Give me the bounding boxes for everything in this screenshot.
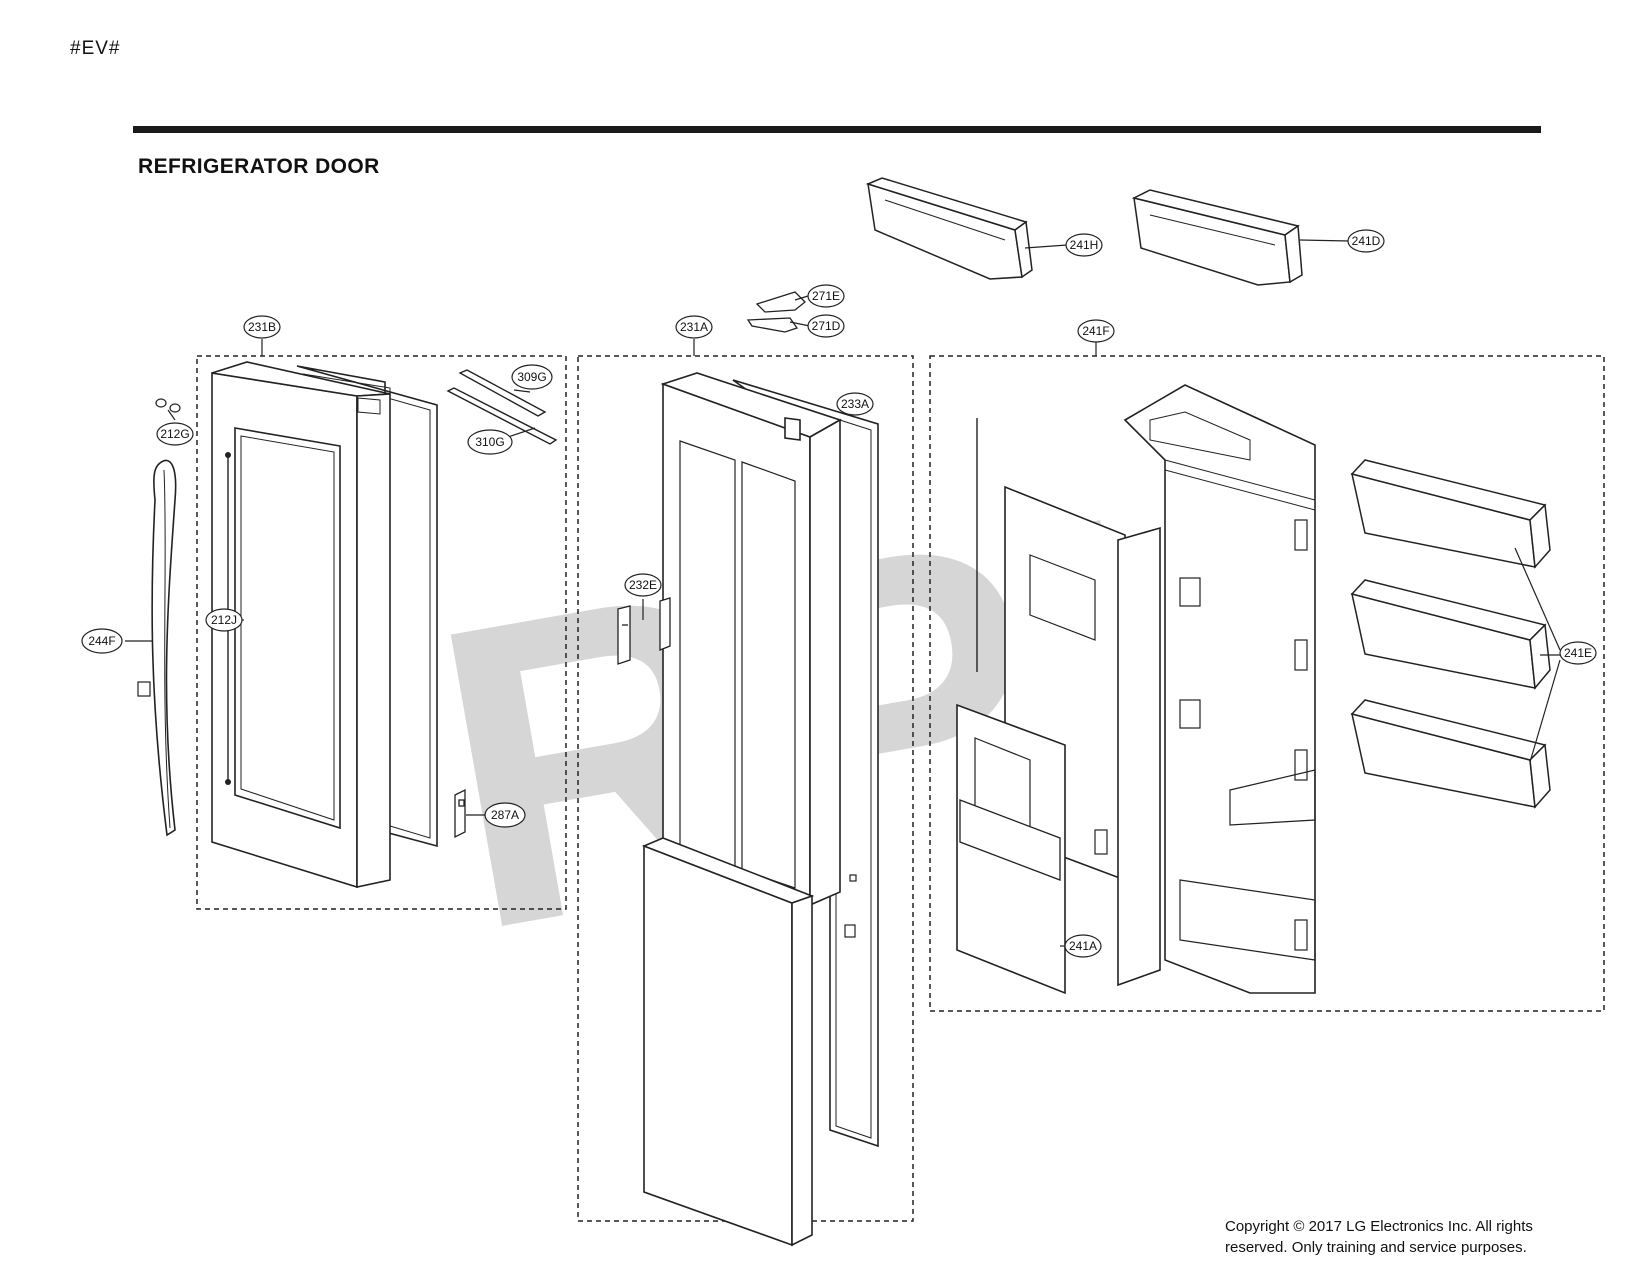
- svg-text:287A: 287A: [491, 808, 519, 822]
- svg-text:231B: 231B: [248, 320, 276, 334]
- callout-287A: 287A: [484, 802, 526, 828]
- callout-212J: 212J: [205, 608, 243, 632]
- callout-231A: 231A: [675, 315, 713, 339]
- callout-232E: 232E: [624, 573, 662, 597]
- callout-271D: 271D: [807, 314, 845, 338]
- door-liner-part: [211, 361, 438, 889]
- clip-part: [844, 874, 857, 938]
- svg-text:233A: 233A: [841, 397, 869, 411]
- svg-text:271D: 271D: [812, 319, 841, 333]
- copyright-notice: Copyright © 2017 LG Electronics Inc. All…: [1225, 1216, 1533, 1258]
- copyright-line-2: reserved. Only training and service purp…: [1225, 1239, 1527, 1256]
- page-code: #EV#: [70, 38, 121, 59]
- bracket-232E: [617, 597, 671, 665]
- callout-241F: 241F: [1077, 319, 1115, 343]
- svg-text:310G: 310G: [475, 435, 504, 449]
- group-box-231A: [577, 355, 914, 1222]
- lower-panel-241A: [956, 703, 1066, 995]
- callout-309G: 309G: [511, 364, 553, 390]
- door-handle-244F: [151, 459, 177, 837]
- svg-text:212J: 212J: [211, 613, 237, 627]
- door-bin-241D: [1131, 189, 1303, 286]
- door-bin-241E-1: [1350, 459, 1551, 569]
- svg-text:244F: 244F: [88, 634, 115, 648]
- svg-text:241A: 241A: [1069, 939, 1097, 953]
- svg-text:241F: 241F: [1082, 324, 1109, 338]
- group-box-241F: [929, 355, 1605, 1012]
- hinge-parts-271: [746, 291, 806, 333]
- callout-244F: 244F: [81, 628, 123, 654]
- svg-text:232E: 232E: [629, 578, 657, 592]
- door-bin-241E-2: [1350, 579, 1551, 690]
- svg-text:271E: 271E: [812, 289, 840, 303]
- title-rule: [133, 126, 1541, 133]
- svg-text:241H: 241H: [1070, 238, 1099, 252]
- group-box-231B: [196, 355, 567, 910]
- callout-241E: 241E: [1559, 641, 1597, 665]
- door-bin-241E-3: [1350, 699, 1551, 809]
- callout-241H: 241H: [1065, 233, 1103, 257]
- section-title: REFRIGERATOR DOOR: [138, 155, 380, 178]
- door-bin-241H: [865, 177, 1033, 280]
- cap-parts: [155, 398, 181, 413]
- svg-text:231A: 231A: [680, 320, 708, 334]
- svg-text:241D: 241D: [1352, 234, 1381, 248]
- inner-liner-241F: [1123, 384, 1316, 994]
- callout-212G: 212G: [156, 422, 194, 446]
- svg-text:241E: 241E: [1564, 646, 1592, 660]
- hinge-bracket-287A: [454, 788, 466, 839]
- callout-241A: 241A: [1064, 934, 1102, 958]
- copyright-line-1: Copyright © 2017 LG Electronics Inc. All…: [1225, 1218, 1533, 1235]
- callout-271E: 271E: [807, 284, 845, 308]
- svg-text:212G: 212G: [160, 427, 189, 441]
- callout-233A: 233A: [836, 392, 874, 416]
- callout-231B: 231B: [243, 315, 281, 339]
- callout-310G: 310G: [467, 429, 513, 455]
- callout-241D: 241D: [1347, 229, 1385, 253]
- svg-text:309G: 309G: [517, 370, 546, 384]
- door-frame-part: [641, 372, 879, 1247]
